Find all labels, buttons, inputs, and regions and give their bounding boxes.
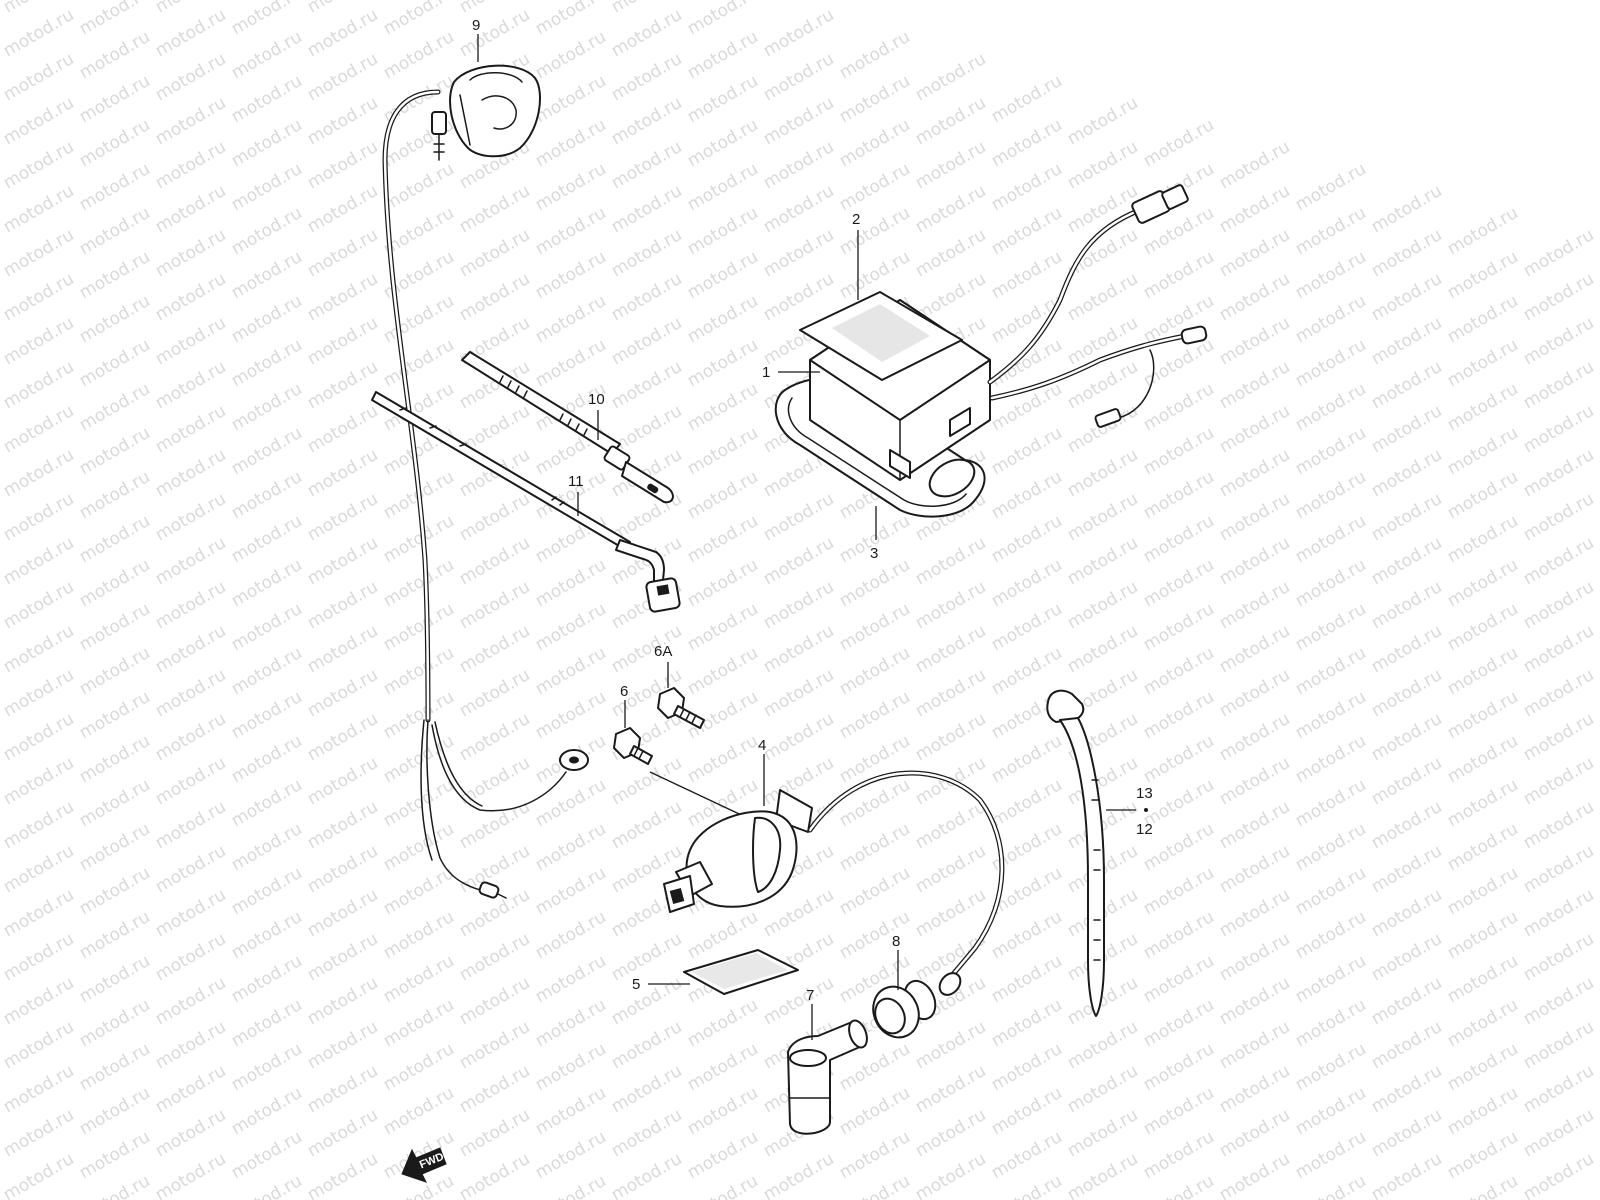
part-8-grommet bbox=[872, 979, 937, 1039]
callout-5: 5 bbox=[632, 976, 640, 993]
callout-2: 2 bbox=[852, 211, 860, 228]
part-7-plug-cap bbox=[787, 1019, 868, 1135]
callout-12: 12 bbox=[1136, 821, 1153, 838]
callout-11: 11 bbox=[568, 473, 584, 490]
fwd-arrow: FWD bbox=[401, 1147, 447, 1183]
callout-9: 9 bbox=[472, 17, 480, 34]
callout-7: 7 bbox=[806, 987, 814, 1004]
callout-13: 13 bbox=[1136, 785, 1153, 802]
part-6a-bolt bbox=[657, 687, 705, 729]
part-10-strap bbox=[461, 351, 674, 504]
callout-6: 6 bbox=[620, 683, 628, 700]
part-11-harness bbox=[371, 391, 681, 613]
part-6-bolt bbox=[613, 727, 653, 765]
callout-3: 3 bbox=[870, 545, 878, 562]
callout-8: 8 bbox=[892, 933, 900, 950]
callout-1: 1 bbox=[762, 364, 770, 381]
part-5-pad bbox=[683, 949, 799, 995]
callout-10: 10 bbox=[588, 391, 605, 408]
part-12-13-cable-tie bbox=[1046, 689, 1105, 1017]
callout-labels: 9 2 1 3 10 11 6A 6 4 5 7 8 13 12 bbox=[472, 17, 1153, 1004]
part-4-ignition-coil bbox=[663, 770, 1005, 996]
part-9-pickup-coil bbox=[382, 64, 589, 899]
callout-4: 4 bbox=[758, 737, 766, 754]
callout-6a: 6A bbox=[654, 643, 672, 660]
part-2-pad bbox=[799, 291, 963, 381]
callout-leaders bbox=[477, 34, 1148, 1040]
